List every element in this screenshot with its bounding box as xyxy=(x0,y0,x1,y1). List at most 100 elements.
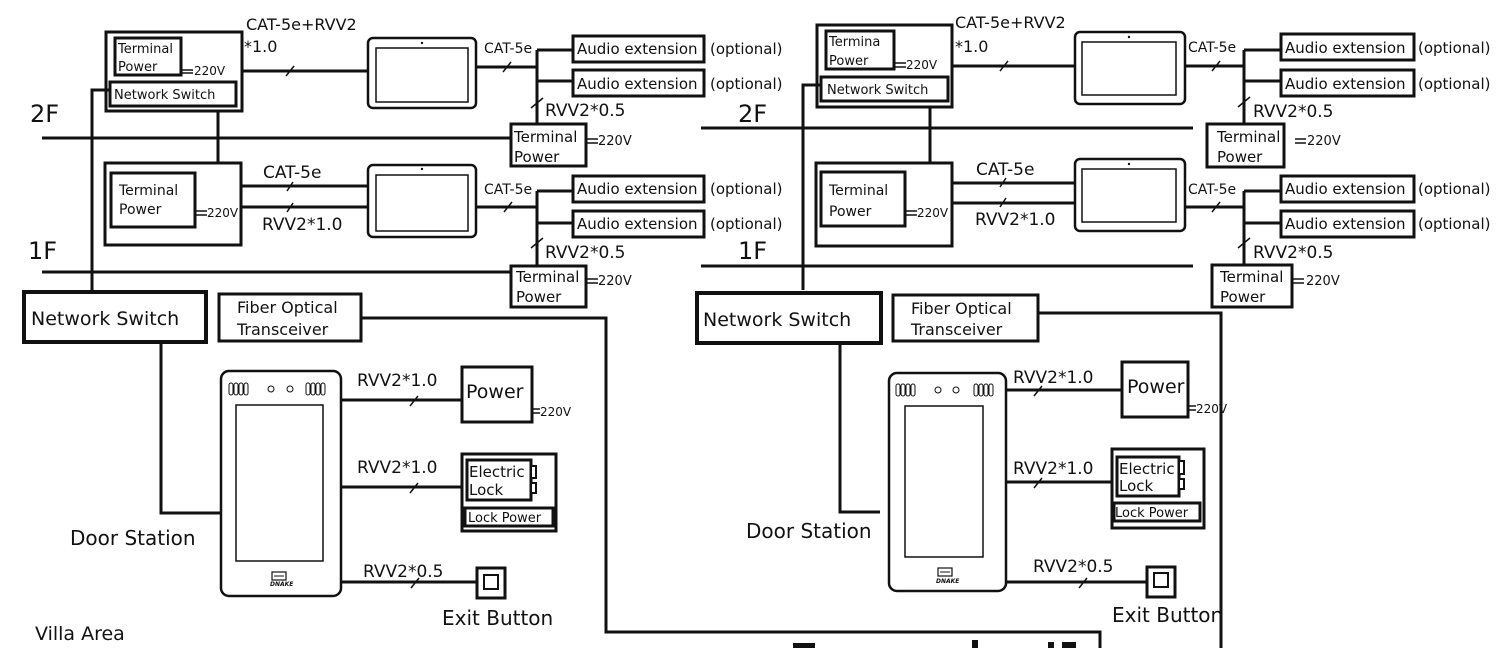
floor1-optional-2: (optional) xyxy=(710,215,783,233)
floor2-network-switch xyxy=(819,75,950,103)
lock-power-label: Lock Power xyxy=(468,511,542,526)
floor2-indoor-cable-label: CAT-5e xyxy=(1188,40,1236,56)
floor1-terminal-power-label-2: Power xyxy=(119,202,162,218)
floor1-data-cable-label: CAT-5e xyxy=(976,160,1034,180)
floor1-ext-power-label-1: Terminal xyxy=(1219,268,1283,286)
door-power-label: Power xyxy=(466,381,524,403)
door-power-voltage: 220V xyxy=(540,405,572,419)
floor2-voltage: 220V xyxy=(194,64,226,78)
door-power-supply xyxy=(460,365,534,424)
door-station-brand: DNAKE xyxy=(270,581,294,588)
floor1-terminal-power xyxy=(109,171,197,229)
door-station-label: Door Station xyxy=(70,526,196,550)
electric-lock-label-2: Lock xyxy=(1119,477,1154,495)
floor1-audio-extension-2 xyxy=(1279,209,1416,239)
floor1-optional-2: (optional) xyxy=(1418,215,1491,233)
villa-1: 2F 1F Terminal Power 220V Network Switch… xyxy=(22,15,1102,648)
lock-power-label: Lock Power xyxy=(1115,506,1189,521)
fiber-link-line xyxy=(1038,311,1223,648)
floor1-optional-1: (optional) xyxy=(1418,180,1491,198)
floor2-terminal-power-label-2: Power xyxy=(829,54,869,69)
floor2-indoor-monitor xyxy=(366,36,478,110)
door-power-cable-label: RVV2*1.0 xyxy=(1013,368,1094,388)
floor2-ext-voltage: 220V xyxy=(1307,134,1341,149)
floor1-audio-extension-2 xyxy=(571,209,706,239)
exit-button-label: Exit Button xyxy=(442,606,553,630)
floor2-audio-extension-1-label: Audio extension xyxy=(1285,39,1406,57)
floor2-optional-1: (optional) xyxy=(710,40,783,58)
exit-cable-label: RVV2*0.5 xyxy=(1033,557,1114,577)
fiber-transceiver-label-1: Fiber Optical xyxy=(237,298,338,317)
exit-button-label: Exit Button xyxy=(1112,603,1223,627)
bottom-partial-text xyxy=(793,640,1076,648)
floor1-audio-extension-1-label: Audio extension xyxy=(577,180,698,198)
floor2-audio-extension-2 xyxy=(571,68,706,98)
main-network-switch xyxy=(695,291,883,345)
card-reader-icon xyxy=(937,567,953,577)
exit-button-icon xyxy=(1145,565,1177,599)
door-station-data-line xyxy=(159,342,221,515)
floor2-audio-extension-1 xyxy=(571,34,706,64)
floor1-ext-power-label-1: Terminal xyxy=(515,268,579,286)
floor1-indoor-cable-label: CAT-5e xyxy=(484,182,532,198)
floor2-uplink-cable-label: CAT-5e+RVV2 xyxy=(246,15,357,34)
floor2-audio-extension-2-label: Audio extension xyxy=(1285,75,1406,93)
electric-lock-label-2: Lock xyxy=(469,481,504,499)
floor2-terminal-power-label-1: Termina xyxy=(828,35,880,50)
door-power-voltage: 220V xyxy=(1196,402,1228,416)
floor2-ext-power-label-2: Power xyxy=(514,148,560,166)
floor2-terminal-power-label-1: Terminal xyxy=(117,42,173,57)
floor2-uplink-cable-size: *1.0 xyxy=(955,37,988,56)
floor2-optional-2: (optional) xyxy=(1418,75,1491,93)
floor1-ext-terminal-power xyxy=(509,264,588,309)
floor2-voltage: 220V xyxy=(906,58,938,72)
floor2-ext-power-label-2: Power xyxy=(1217,148,1263,166)
floor2-ext-voltage: 220V xyxy=(598,134,632,149)
floor2-ext-terminal-power xyxy=(1205,122,1286,169)
floor2-ext-terminal-power xyxy=(509,122,588,168)
floor1-terminal-power-label-2: Power xyxy=(829,204,872,220)
floor2-indoor-cable-label: CAT-5e xyxy=(484,41,532,57)
electric-lock xyxy=(465,458,533,502)
exit-button-icon xyxy=(475,566,507,600)
door-station-data-line xyxy=(838,343,880,514)
trunk-line xyxy=(801,83,821,290)
floor2-optional-2: (optional) xyxy=(710,75,783,93)
floor1-ext-power-cable-label: RVV2*0.5 xyxy=(545,243,626,263)
floor2-audio-extension-2-label: Audio extension xyxy=(577,75,698,93)
floor1-audio-extension-1 xyxy=(1279,174,1416,204)
fiber-transceiver-label-2: Transceiver xyxy=(910,320,1003,339)
floor1-optional-1: (optional) xyxy=(710,180,783,198)
door-station-label: Door Station xyxy=(746,519,872,543)
door-station-speaker-left xyxy=(228,382,249,396)
door-power-supply xyxy=(1120,360,1190,419)
exit-cable-label: RVV2*0.5 xyxy=(363,562,444,582)
floor2-uplink-cable-label: CAT-5e+RVV2 xyxy=(955,13,1066,32)
floor1-audio-extension-1 xyxy=(571,174,706,204)
floor1-ext-power-label-2: Power xyxy=(516,288,562,306)
floor2-network-switch xyxy=(108,80,238,108)
floor2-ext-power-cable-label: RVV2*0.5 xyxy=(545,101,626,121)
floor1-audio-extension-2-label: Audio extension xyxy=(1285,215,1406,233)
fiber-transceiver-label-1: Fiber Optical xyxy=(911,299,1012,318)
door-station-sensor-icon xyxy=(286,385,294,393)
door-station-speaker-left xyxy=(895,383,916,397)
floor1-ext-terminal-power xyxy=(1210,263,1294,309)
floor1-power-cable-label: RVV2*1.0 xyxy=(975,210,1056,230)
electric-lock-label-1: Electric xyxy=(469,463,525,481)
lock-power xyxy=(463,506,555,528)
floor2-ext-power-cable-label: RVV2*0.5 xyxy=(1253,102,1334,122)
card-reader-icon xyxy=(271,571,287,581)
door-station-speaker-right xyxy=(973,383,994,397)
door-station-sensor-icon xyxy=(952,386,960,394)
villa-2: 2F 1F Termina Power 220V Network Switch … xyxy=(695,13,1491,648)
door-station-camera-icon xyxy=(267,385,275,393)
floor2-network-switch-label: Network Switch xyxy=(114,88,215,103)
floor1-terminal-power xyxy=(819,170,907,228)
floor1-voltage: 220V xyxy=(207,206,239,220)
main-network-switch-label: Network Switch xyxy=(31,308,179,330)
fiber-transceiver-label-2: Transceiver xyxy=(236,320,329,339)
door-station-camera-icon xyxy=(934,386,942,394)
floor2-network-switch-label: Network Switch xyxy=(827,83,928,98)
floor2-terminal-power-label-2: Power xyxy=(118,60,158,75)
